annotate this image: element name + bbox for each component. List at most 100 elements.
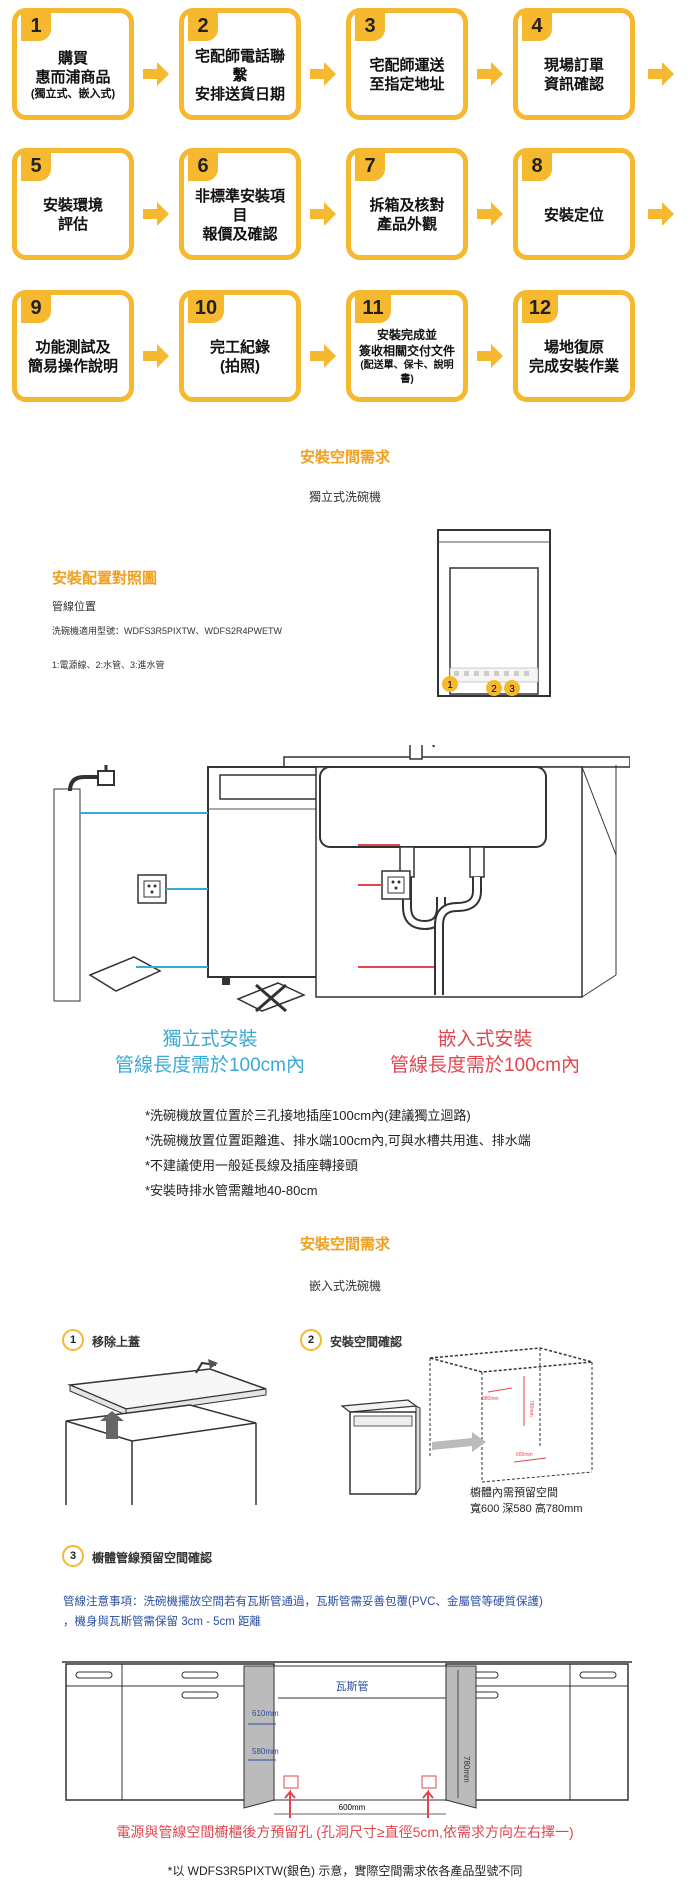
freestanding-title: 獨立式安裝 — [162, 1029, 258, 1050]
step-12: 12 場地復原 完成安裝作業 — [513, 290, 635, 402]
step-number: 3 — [355, 11, 385, 41]
step-11: 11 安裝完成並 簽收相關交付文件 (配送單、保卡、說明書) — [346, 290, 468, 402]
step-number: 5 — [21, 151, 51, 181]
section1-subtitle: 獨立式洗碗機 — [308, 490, 381, 504]
step-line1: 安裝完成並 — [376, 328, 437, 342]
builtin-length: 管線長度需於100cm內 — [389, 1055, 581, 1076]
marker-3-label: 3 — [509, 684, 515, 695]
step-2: 2 宅配師電話聯繫 安排送貨日期 — [179, 8, 301, 120]
step3-badge: 3 — [62, 1545, 84, 1567]
step3-label: 櫥體管線預留空間確認 — [92, 1551, 213, 1565]
step-number: 7 — [355, 151, 385, 181]
pipe-note-line1: 管線注意事項：洗碗機擺放空間若有瓦斯管通過，瓦斯管需妥善包覆(PVC、金屬管等硬… — [63, 1596, 543, 1608]
step-number: 6 — [188, 151, 218, 181]
step-line1: 非標準安裝項目 — [194, 187, 285, 224]
step-line2: (拍照) — [220, 358, 260, 375]
width-600-label: 600mm — [516, 1452, 533, 1458]
arrow-right-icon — [143, 202, 169, 226]
step-9: 9 功能測試及 簡易操作說明 — [12, 290, 134, 402]
space-check-diagram: 580mm 780mm 600mm — [340, 1347, 593, 1496]
step-line1: 拆箱及核對 — [369, 197, 445, 214]
cabinet-space-line1: 櫥體內需預留空間 — [470, 1487, 558, 1499]
step-line2: 至指定地址 — [369, 76, 445, 93]
step-number: 12 — [522, 293, 558, 323]
step2-label: 安裝空間確認 — [330, 1335, 403, 1349]
step-sub: (獨立式、嵌入式) — [30, 88, 116, 100]
step-line2: 評估 — [57, 216, 88, 233]
builtin-install: 嵌入式安裝 管線長度需於100cm內 — [372, 1027, 598, 1079]
step-line1: 現場訂單 — [543, 57, 604, 74]
step-8: 8 安裝定位 — [513, 148, 635, 260]
note-3: *不建議使用一般延長線及插座轉接頭 — [145, 1158, 359, 1173]
section2-title: 安裝空間需求 — [299, 1236, 390, 1253]
arrow-right-icon — [310, 202, 336, 226]
dim-600-label: 600mm — [339, 1803, 366, 1812]
marker-1-label: 1 — [447, 680, 453, 691]
step-4: 4 現場訂單 資訊確認 — [513, 8, 635, 120]
step-6: 6 非標準安裝項目 報價及確認 — [179, 148, 301, 260]
step-line2: 簡易操作說明 — [27, 358, 118, 375]
arrow-right-icon — [477, 62, 503, 86]
layout-title: 安裝配置對照圖 — [52, 570, 158, 587]
arrow-right-icon — [648, 202, 674, 226]
arrow-right-icon — [477, 344, 503, 368]
step1-label: 移除上蓋 — [92, 1335, 141, 1349]
remove-lid-diagram — [65, 1359, 267, 1505]
step-3: 3 宅配師運送 至指定地址 — [346, 8, 468, 120]
dim-580-label: 580mm — [252, 1747, 279, 1756]
step1-badge: 1 — [62, 1329, 84, 1351]
pipe-position-label: 管線位置 — [52, 601, 96, 613]
models-text: 洗碗機適用型號：WDFS3R5PIXTW、WDFS2R4PWETW — [52, 626, 283, 636]
step-7: 7 拆箱及核對 產品外觀 — [346, 148, 468, 260]
height-780-label: 780mm — [528, 1400, 534, 1417]
gas-pipe-label: 瓦斯管 — [336, 1679, 369, 1693]
arrow-right-icon — [477, 202, 503, 226]
depth-580-label: 580mm — [482, 1396, 499, 1402]
step-line2: 安排送貨日期 — [194, 85, 285, 103]
note-1: *洗碗機放置位置於三孔接地插座100cm內(建議獨立迴路) — [145, 1108, 471, 1123]
step-line2: 資訊確認 — [543, 76, 604, 93]
dim-610-label: 610mm — [252, 1709, 279, 1718]
dishwasher-back-diagram: 1 2 3 — [437, 529, 551, 697]
cabinet-space-line2: 寬600 深580 高780mm — [470, 1503, 583, 1515]
cabinet-pipe-space-diagram: 瓦斯管 610mm 580mm 780mm 600mm — [62, 1661, 632, 1818]
step-number: 10 — [188, 293, 224, 323]
footer-note: *以 WDFS3R5PIXTW(銀色) 示意，實際空間需求依各產品型號不同 — [167, 1864, 523, 1878]
installation-comparison-diagram — [53, 745, 630, 1013]
freestanding-install: 獨立式安裝 管線長度需於100cm內 — [100, 1027, 320, 1079]
step-line1: 功能測試及 — [35, 339, 111, 356]
step-5: 5 安裝環境 評估 — [12, 148, 134, 260]
arrow-right-icon — [648, 62, 674, 86]
marker-2-label: 2 — [491, 684, 497, 695]
section2-subtitle: 嵌入式洗碗機 — [308, 1279, 381, 1293]
step-line1: 購買 — [57, 50, 88, 67]
arrow-right-icon — [310, 62, 336, 86]
step-number: 9 — [21, 293, 51, 323]
step-1: 1 購買 惠而浦商品 (獨立式、嵌入式) — [12, 8, 134, 120]
arrow-right-icon — [143, 62, 169, 86]
note-4: *安裝時排水管需離地40-80cm — [145, 1183, 318, 1198]
step-line2: 產品外觀 — [376, 216, 437, 233]
step-number: 11 — [355, 293, 391, 323]
hole-note: 電源與管線空間櫥櫃後方預留孔 (孔洞尺寸≥直徑5cm,依需求方向左右擇一) — [116, 1824, 574, 1840]
step-10: 10 完工紀錄 (拍照) — [179, 290, 301, 402]
step-line1: 安裝定位 — [543, 206, 604, 224]
step-line1: 完工紀錄 — [209, 339, 270, 356]
step-line1: 宅配師電話聯繫 — [194, 47, 285, 84]
arrow-right-icon — [143, 344, 169, 368]
step-line2: 完成安裝作業 — [528, 358, 619, 375]
step-number: 1 — [21, 11, 51, 41]
pipe-legend: 1:電源線、2:水管、3:進水管 — [52, 660, 165, 670]
note-2: *洗碗機放置位置距離進、排水端100cm內,可與水槽共用進、排水端 — [145, 1133, 531, 1148]
step-number: 4 — [522, 11, 552, 41]
pipe-note-line2: ，機身與瓦斯管需保留 3cm - 5cm 距離 — [63, 1616, 262, 1628]
step-line1: 宅配師運送 — [369, 57, 445, 74]
step-sub: (配送單、保卡、說明書) — [360, 360, 454, 385]
section1-title: 安裝空間需求 — [299, 449, 390, 466]
step-number: 8 — [522, 151, 552, 181]
freestanding-length: 管線長度需於100cm內 — [114, 1055, 306, 1076]
step-line1: 場地復原 — [543, 339, 604, 356]
step-number: 2 — [188, 11, 218, 41]
step-line2: 簽收相關交付文件 — [358, 344, 455, 358]
